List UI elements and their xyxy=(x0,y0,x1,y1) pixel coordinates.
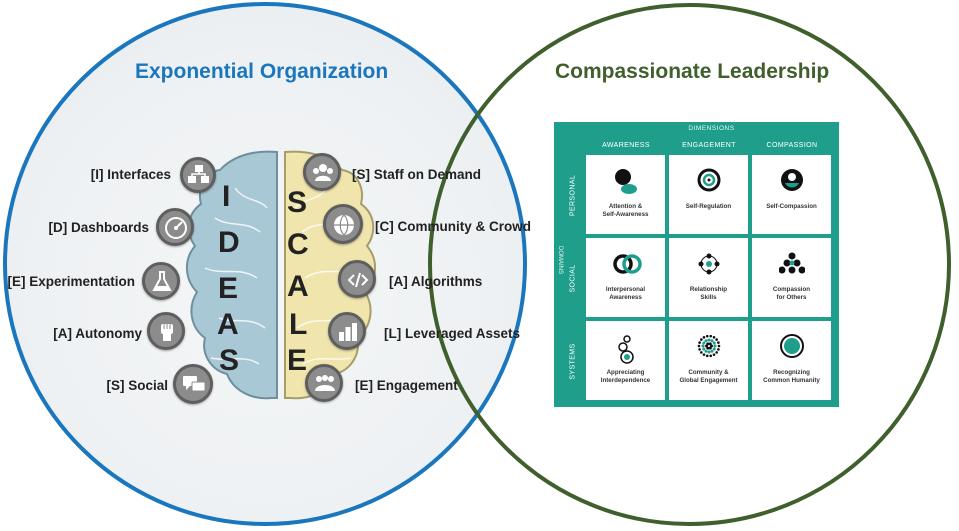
code-icon xyxy=(338,260,376,298)
cell-label: Attention & Self-Awareness xyxy=(602,203,649,218)
cell-label: Relationship Skills xyxy=(689,286,728,301)
ideas-letter-d: D xyxy=(218,226,240,259)
dimensions-title: DIMENSIONS xyxy=(688,125,735,132)
scale-item-community-crowd-label: [C] Community & Crowd xyxy=(375,219,531,234)
scale-letter-e: E xyxy=(287,344,308,377)
scale-item-algorithms-label: [A] Algorithms xyxy=(389,274,483,289)
cell-label: Appreciating Interdependence xyxy=(600,369,651,384)
dot-ring-icon xyxy=(697,334,721,358)
compassionate-leadership-title: Compassionate Leadership xyxy=(555,60,830,83)
fist-icon xyxy=(147,312,185,350)
interfaces-icon xyxy=(180,157,216,193)
cell-appreciating-interdependence: Appreciating Interdependence xyxy=(586,321,665,400)
concentric-circle-icon xyxy=(780,334,804,358)
cell-label: Compassion for Others xyxy=(772,286,811,301)
cell-self-regulation: Self-Regulation xyxy=(669,155,748,234)
scale-item-engagement-label: [E] Engagement xyxy=(355,378,458,393)
cell-attention-self-awareness: Attention & Self-Awareness xyxy=(586,155,665,234)
cell-relationship-skills: Relationship Skills xyxy=(669,238,748,317)
column-engagement: ENGAGEMENT xyxy=(682,142,736,149)
cell-recognizing-common-humanity: Recognizing Common Humanity xyxy=(752,321,831,400)
cell-label: Self-Regulation xyxy=(685,203,732,210)
ideas-letter-s: S xyxy=(219,344,240,377)
attention-icon xyxy=(615,169,637,194)
spiral-icon xyxy=(697,168,721,192)
engagement-people-icon xyxy=(305,364,343,402)
ideas-item-experimentation-label: [E] Experimentation xyxy=(7,274,135,289)
scale-letter-c: C xyxy=(287,228,309,261)
column-awareness: AWARENESS xyxy=(602,142,650,149)
pyramid-dots-icon xyxy=(779,252,805,274)
cell-self-compassion: Self-Compassion xyxy=(752,155,831,234)
ideas-letter-i: I xyxy=(222,180,231,213)
flask-icon xyxy=(142,262,180,300)
ideas-item-social-label: [S] Social xyxy=(106,378,168,393)
cell-label: Self-Compassion xyxy=(766,203,817,210)
ideas-item-autonomy-label: [A] Autonomy xyxy=(53,326,142,341)
exponential-organization-title: Exponential Organization xyxy=(135,60,389,83)
cell-label: Community & Global Engagement xyxy=(679,369,738,384)
brain-left-hemisphere xyxy=(186,150,278,400)
ideas-item-dashboards-label: [D] Dashboards xyxy=(48,220,149,235)
ideas-letter-e: E xyxy=(218,272,239,305)
interlinked-rings-icon xyxy=(613,254,642,274)
chat-bubbles-icon xyxy=(173,364,213,404)
dashboard-gauge-icon xyxy=(156,208,194,246)
cell-label: Recognizing Common Humanity xyxy=(763,369,820,384)
scale-item-leveraged-assets-label: [L] Leveraged Assets xyxy=(384,326,521,341)
column-compassion: COMPASSION xyxy=(766,142,818,149)
cell-compassion-for-others: Compassion for Others xyxy=(752,238,831,317)
self-compassion-icon xyxy=(781,169,803,191)
cell-interpersonal-awareness: Interpersonal Awareness xyxy=(586,238,665,317)
crowd-globe-icon xyxy=(323,204,363,244)
ideas-item-interfaces-label: [I] Interfaces xyxy=(90,167,171,182)
scale-letter-s: S xyxy=(287,186,308,219)
scale-item-staff-on-demand-label: [S] Staff on Demand xyxy=(352,167,482,182)
bar-chart-icon xyxy=(328,312,366,350)
chain-circles-icon xyxy=(618,335,634,364)
scale-letter-l: L xyxy=(289,308,308,341)
scale-letter-a: A xyxy=(287,270,309,303)
compassionate-leadership-framework: DIMENSIONS DOMAINS AWARENESS ENGAGEMENT … xyxy=(554,122,839,407)
network-icon xyxy=(698,253,720,275)
ideas-letter-a: A xyxy=(217,308,239,341)
cell-label: Interpersonal Awareness xyxy=(605,286,646,301)
cell-community-global-engagement: Community & Global Engagement xyxy=(669,321,748,400)
compassionate-leadership-circle xyxy=(428,3,951,526)
people-group-icon xyxy=(303,153,341,191)
